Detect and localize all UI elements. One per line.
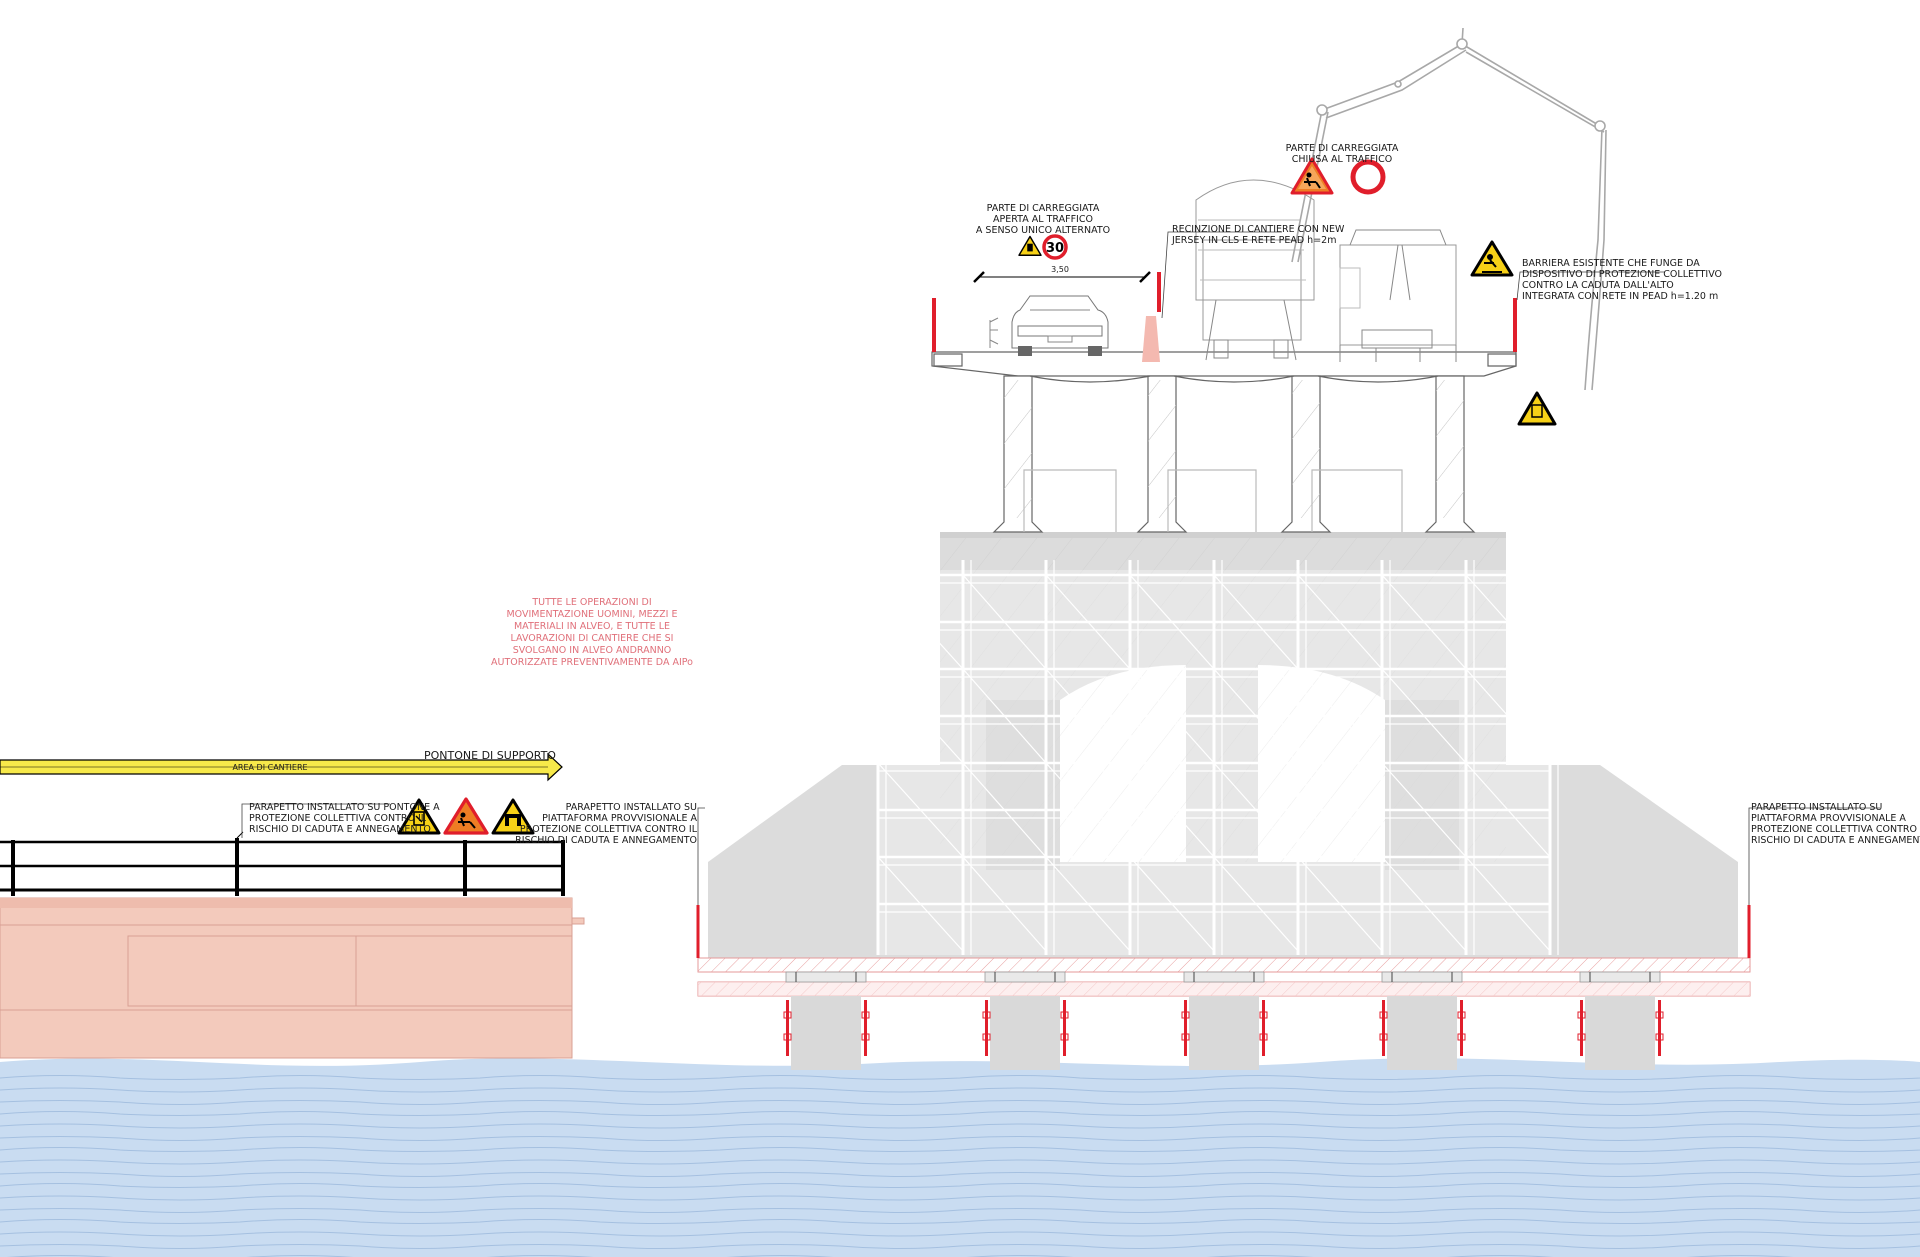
drowning-hazard-sign-icon bbox=[491, 798, 535, 835]
txt-platr-line: PARAPETTO INSTALLATO SU bbox=[1751, 802, 1882, 813]
txt-barrier-line: CONTRO LA CADUTA DALL'ALTO bbox=[1522, 280, 1674, 291]
support-piles bbox=[783, 971, 1664, 1070]
warning-triangle-icon bbox=[1018, 235, 1042, 256]
speed-limit-sign-icon: 30 bbox=[1042, 234, 1068, 260]
warning-triangle-icon bbox=[1517, 391, 1557, 426]
speed-limit-value: 30 bbox=[1046, 241, 1064, 256]
txt-river-line: MATERIALI IN ALVEO, E TUTTE LE bbox=[514, 621, 670, 632]
txt-platr-line: RISCHIO DI CADUTA E ANNEGAMENTO bbox=[1751, 835, 1920, 846]
fall-hazard-sign-icon bbox=[1470, 240, 1514, 277]
lane-width-dimension: 3,50 bbox=[1051, 265, 1069, 274]
txt-platr-line: PIATTAFORMA PROVVISIONALE A bbox=[1751, 813, 1906, 824]
txt-fence-line: RECINZIONE DI CANTIERE CON NEW bbox=[1172, 224, 1345, 235]
txt-pontoon-line: PARAPETTO INSTALLATO SU PONTONE A bbox=[249, 802, 440, 813]
txt-river-line: SVOLGANO IN ALVEO ANDRANNO bbox=[513, 645, 672, 656]
txt-closed-line: CHIUSA AL TRAFFICO bbox=[1292, 154, 1392, 165]
txt-platl-line: RISCHIO DI CADUTA E ANNEGAMENTO bbox=[515, 835, 697, 846]
txt-barrier-line: INTEGRATA CON RETE IN PEAD h=1.20 m bbox=[1522, 291, 1718, 302]
site-vehicles bbox=[989, 179, 1457, 362]
leader-lines bbox=[241, 231, 1880, 905]
road-works-sign-icon bbox=[443, 797, 489, 835]
txt-open-line: PARTE DI CARREGGIATA bbox=[987, 203, 1100, 214]
txt-river-line: LAVORAZIONI DI CANTIERE CHE SI bbox=[511, 633, 674, 644]
pier-cap bbox=[940, 532, 1506, 538]
bridge-deck bbox=[931, 351, 1517, 533]
parapet-pontoon-label: PARAPETTO INSTALLATO SU PONTONE APROTEZI… bbox=[249, 802, 440, 835]
txt-pontoon-line: RISCHIO DI CADUTA E ANNEGAMENTO bbox=[249, 824, 431, 835]
txt-pontoon-line: PROTEZIONE COLLETTIVA CONTRO IL bbox=[249, 813, 427, 824]
txt-barrier-line: DISPOSITIVO DI PROTEZIONE COLLETTIVO bbox=[1522, 269, 1722, 280]
dimension-line bbox=[973, 271, 1151, 283]
txt-open-line: APERTA AL TRAFFICO bbox=[993, 214, 1093, 225]
warning-triangle-icon bbox=[397, 798, 441, 835]
jersey-barrier bbox=[1142, 316, 1160, 362]
pontoon-railing bbox=[0, 831, 565, 896]
txt-closed-line: PARTE DI CARREGGIATA bbox=[1286, 143, 1399, 154]
txt-platr-line: PROTEZIONE COLLETTIVA CONTRO IL bbox=[1751, 824, 1920, 835]
river-water bbox=[0, 1058, 1920, 1257]
txt-river-line: AUTORIZZATE PREVENTIVAMENTE DA AIPo bbox=[491, 657, 693, 668]
no-transit-sign-icon bbox=[1350, 159, 1386, 195]
scaffolding bbox=[876, 560, 1559, 955]
support-pontoon bbox=[0, 897, 585, 1059]
platform-parapets bbox=[696, 905, 1751, 958]
txt-barrier-line: BARRIERA ESISTENTE CHE FUNGE DA bbox=[1522, 258, 1700, 269]
txt-river-line: TUTTE LE OPERAZIONI DI bbox=[531, 597, 651, 608]
road-works-sign-icon bbox=[1290, 157, 1334, 195]
txt-platl-line: PARAPETTO INSTALLATO SU bbox=[566, 802, 697, 813]
site-area-arrow bbox=[0, 752, 563, 782]
site-area-label: AREA DI CANTIERE bbox=[232, 763, 307, 772]
concrete-pump-boom bbox=[1291, 27, 1607, 391]
barrier-label: BARRIERA ESISTENTE CHE FUNGE DADISPOSITI… bbox=[1522, 258, 1722, 302]
txt-platl-line: PIATTAFORMA PROVVISIONALE A bbox=[542, 813, 697, 824]
provisional-platform bbox=[697, 957, 1751, 997]
txt-open-line: A SENSO UNICO ALTERNATO bbox=[976, 225, 1110, 236]
deck-red-posts bbox=[932, 272, 1517, 352]
txt-fence-line: JERSEY IN CLS E RETE PEAD h=2m bbox=[1171, 235, 1336, 246]
pontoon-support-label: PONTONE DI SUPPORTO bbox=[424, 749, 556, 762]
txt-river-line: MOVIMENTAZIONE UOMINI, MEZZI E bbox=[506, 609, 677, 620]
bridge-pier bbox=[708, 532, 1738, 958]
txt-platl-line: PROTEZIONE COLLETTIVA CONTRO IL bbox=[520, 824, 698, 835]
